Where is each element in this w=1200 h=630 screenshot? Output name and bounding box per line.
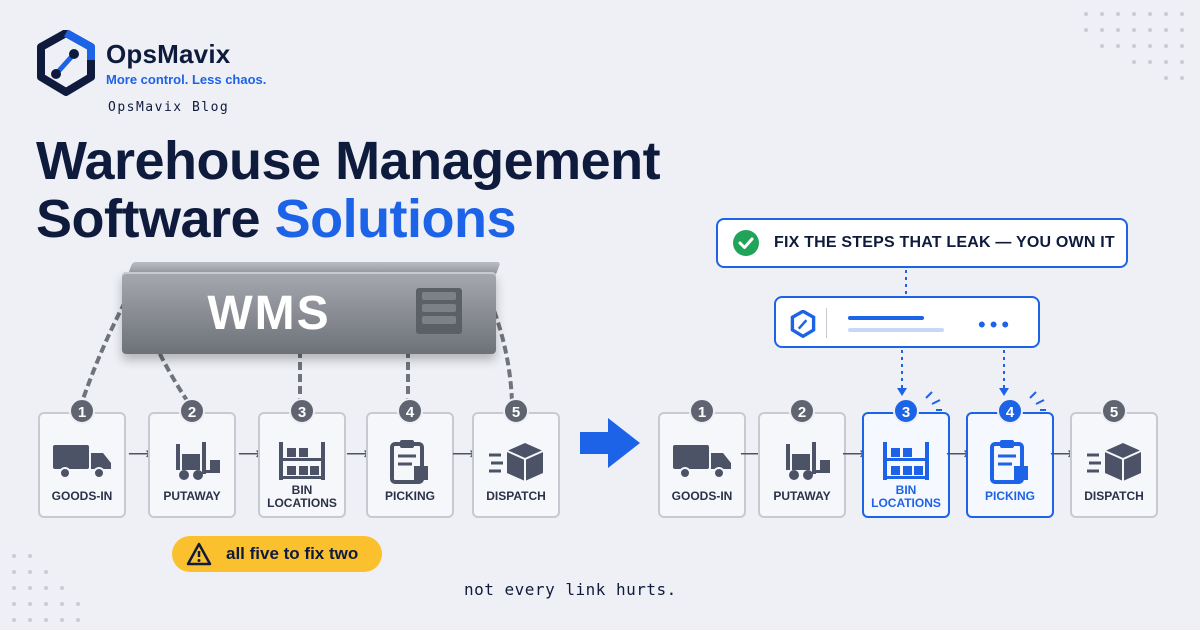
warning-pill: all five to fix two	[172, 536, 382, 572]
step-label: GOODS-IN	[671, 489, 733, 503]
callout-text: FIX THE STEPS THAT LEAK — YOU OWN IT	[774, 234, 1115, 251]
step-dispatch: DISPATCH	[472, 412, 560, 518]
truck-icon	[40, 438, 124, 484]
step-goods-in: GOODS-IN	[658, 412, 746, 518]
step-number-badge: 5	[1101, 398, 1127, 424]
step-label: PICKING	[384, 489, 435, 503]
step-number-badge: 4	[397, 398, 423, 424]
forklift-icon	[150, 438, 234, 484]
step-label-line-2: LOCATIONS	[871, 496, 941, 510]
footer-tagline: not every link hurts.	[464, 580, 677, 599]
truck-icon	[660, 438, 744, 484]
callout-box: FIX THE STEPS THAT LEAK — YOU OWN IT	[716, 218, 1128, 268]
box-icon	[1072, 438, 1156, 484]
server-panel-icon	[416, 288, 462, 334]
arrow-right-icon: ⟶	[452, 446, 475, 463]
clipboard-icon	[968, 438, 1052, 484]
step-goods-in: GOODS-IN	[38, 412, 126, 518]
brand-tagline: More control. Less chaos.	[106, 72, 267, 87]
step-label-line-1: BIN	[291, 483, 313, 497]
warning-text: all five to fix two	[226, 544, 359, 563]
title-highlight: Solutions	[274, 189, 517, 249]
title-line-2: Software Solutions	[36, 190, 660, 248]
arrow-right-icon: ⟶	[946, 446, 969, 463]
more-dots-icon[interactable]: •••	[978, 312, 1014, 337]
step-picking: PICKING	[366, 412, 454, 518]
step-label: DISPATCH	[486, 489, 546, 503]
dot-pattern-top-right	[1084, 12, 1184, 80]
step-dispatch: DISPATCH	[1070, 412, 1158, 518]
shelves-icon	[864, 438, 948, 484]
step-number-badge: 1	[689, 398, 715, 424]
title-plain: Software	[36, 189, 275, 249]
dot-pattern-bottom-left	[12, 554, 80, 622]
forklift-icon	[760, 438, 844, 484]
step-label-line-2: LOCATIONS	[267, 496, 337, 510]
step-picking: PICKING	[966, 412, 1054, 518]
page-title: Warehouse Management Software Solutions	[36, 131, 661, 248]
chains	[80, 299, 514, 404]
step-label: PUTAWAY	[773, 489, 831, 503]
arrow-right-icon: ⟶	[740, 446, 763, 463]
bar-divider	[826, 308, 827, 338]
step-number-badge: 5	[503, 398, 529, 424]
wms-block: WMS	[122, 272, 496, 354]
step-number-badge: 2	[789, 398, 815, 424]
bar-line-primary	[848, 316, 924, 320]
step-putaway: PUTAWAY	[148, 412, 236, 518]
step-label-line-1: BIN	[895, 483, 917, 497]
shelves-icon	[260, 438, 344, 484]
arrow-right-icon: ⟶	[1050, 446, 1073, 463]
step-number-badge: 3	[289, 398, 315, 424]
box-icon	[474, 438, 558, 484]
software-bar[interactable]: •••	[774, 296, 1040, 348]
big-arrow-right-icon	[580, 418, 640, 468]
wms-label: WMS	[207, 287, 331, 340]
step-putaway: PUTAWAY	[758, 412, 846, 518]
brand[interactable]: OpsMavix More control. Less chaos.	[36, 30, 266, 96]
step-number-badge: 2	[179, 398, 205, 424]
bar-line-secondary	[848, 328, 944, 332]
blog-label: OpsMavix Blog	[108, 100, 230, 115]
arrow-right-icon: ⟶	[238, 446, 261, 463]
step-number-badge: 3	[893, 398, 919, 424]
brand-name: OpsMavix	[106, 39, 231, 69]
arrow-right-icon: ⟶	[346, 446, 369, 463]
step-label: GOODS-IN	[51, 489, 113, 503]
warning-icon	[186, 542, 212, 566]
clipboard-icon	[368, 438, 452, 484]
arrow-right-icon: ⟶	[128, 446, 151, 463]
step-label: PICKING	[984, 489, 1035, 503]
logo-icon	[37, 30, 95, 96]
step-label: PUTAWAY	[163, 489, 221, 503]
title-line-1: Warehouse Management	[36, 131, 661, 191]
logo-icon	[790, 310, 816, 338]
step-number-badge: 4	[997, 398, 1023, 424]
step-number-badge: 1	[69, 398, 95, 424]
check-circle-icon	[733, 230, 759, 256]
step-label: DISPATCH	[1084, 489, 1144, 503]
arrow-right-icon: ⟶	[842, 446, 865, 463]
